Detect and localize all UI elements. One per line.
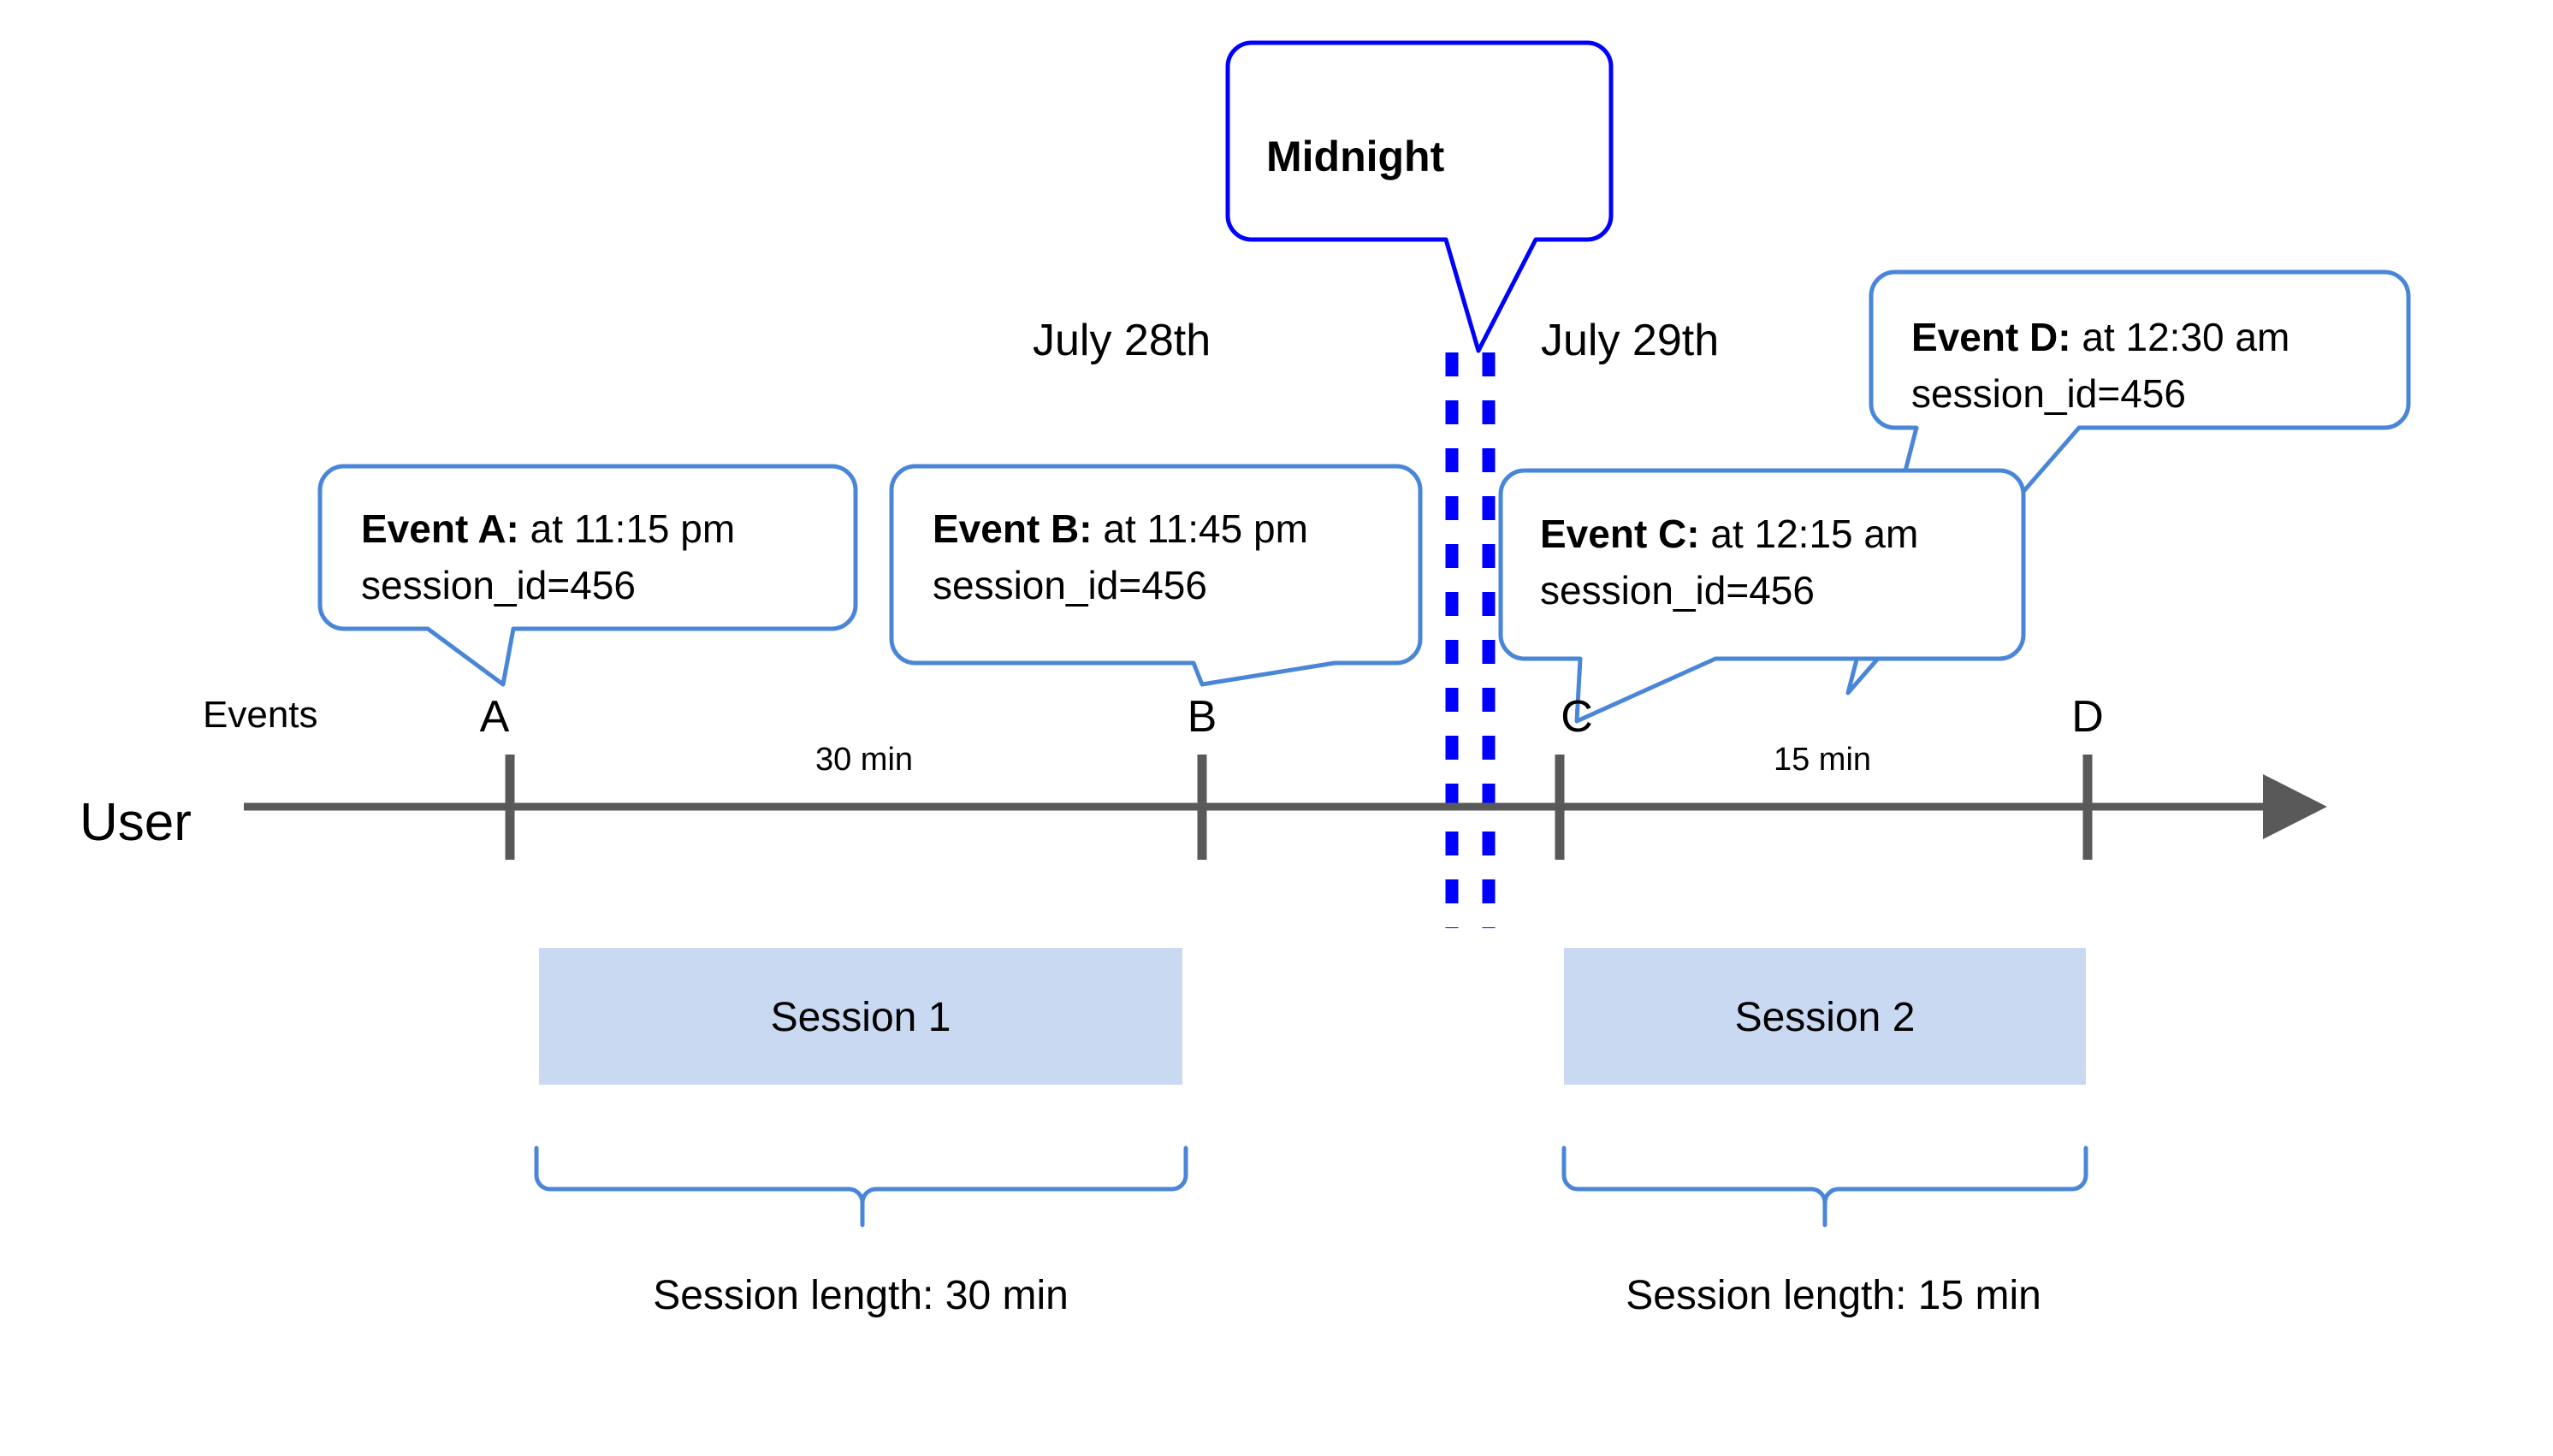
- events-track-label: Events: [203, 694, 318, 736]
- callout-event-b-shape: [889, 464, 1423, 687]
- callout-event-d[interactable]: Event D: at 12:30 am session_id=456: [1845, 269, 2411, 695]
- callout-event-a-shape: [317, 464, 858, 687]
- date-label-july-28: July 28th: [1033, 316, 1211, 365]
- midnight-label: Midnight: [1266, 133, 1445, 181]
- callout-event-d-session: session_id=456: [1911, 371, 2186, 416]
- session-2-label: Session 2: [1735, 995, 1916, 1040]
- midnight-callout-shape: [1225, 40, 1614, 353]
- callout-event-c-session: session_id=456: [1540, 568, 1815, 613]
- event-marker-label-c: C: [1561, 692, 1593, 742]
- session-1-brace: [534, 1145, 1188, 1228]
- callout-event-a[interactable]: Event A: at 11:15 pm session_id=456: [317, 464, 858, 687]
- event-marker-label-a: A: [480, 692, 510, 742]
- session-1-box[interactable]: Session 1: [539, 948, 1182, 1085]
- session-2-brace: [1561, 1145, 2088, 1228]
- session-2-length-label: Session length: 15 min: [1626, 1273, 2041, 1318]
- callout-event-b-session: session_id=456: [933, 563, 1207, 607]
- callout-event-c-title: Event C:: [1540, 512, 1700, 556]
- callout-event-d-shape: [1845, 269, 2411, 695]
- callout-event-b-time: at 11:45 pm: [1093, 506, 1308, 551]
- callout-event-b[interactable]: Event B: at 11:45 pm session_id=456: [889, 464, 1423, 687]
- event-marker-label-b: B: [1188, 692, 1217, 742]
- callout-event-a-time: at 11:15 pm: [519, 506, 735, 551]
- session-1-length-label: Session length: 30 min: [653, 1273, 1069, 1318]
- callout-event-b-line1: Event B: at 11:45 pm: [933, 506, 1308, 551]
- date-label-july-29: July 29th: [1541, 316, 1719, 365]
- session-1-label: Session 1: [771, 995, 951, 1040]
- callout-event-d-line1: Event D: at 12:30 am: [1911, 315, 2289, 359]
- interval-label-15-min: 15 min: [1774, 742, 1871, 778]
- callout-event-d-title: Event D:: [1911, 315, 2071, 359]
- midnight-callout: Midnight: [1225, 40, 1614, 353]
- timeline-axis: [244, 755, 2327, 860]
- callout-event-c-shape: [1498, 468, 2026, 724]
- callout-event-c-line1: Event C: at 12:15 am: [1540, 512, 1918, 556]
- callout-event-a-session: session_id=456: [361, 563, 636, 607]
- callout-event-c-time: at 12:15 am: [1700, 512, 1919, 556]
- callout-event-d-time: at 12:30 am: [2071, 315, 2290, 359]
- session-2-box[interactable]: Session 2: [1564, 948, 2086, 1085]
- midnight-boundary-lines: [1445, 352, 1496, 928]
- callout-event-c[interactable]: Event C: at 12:15 am session_id=456: [1498, 468, 2026, 724]
- session-1-rect: [539, 948, 1182, 1085]
- callout-event-a-title: Event A:: [361, 506, 519, 551]
- event-marker-label-d: D: [2071, 692, 2104, 742]
- user-axis-label: User: [80, 793, 192, 852]
- session-2-rect: [1564, 948, 2086, 1085]
- interval-label-30-min: 30 min: [815, 742, 913, 778]
- callout-event-b-title: Event B:: [933, 506, 1093, 551]
- callout-event-a-line1: Event A: at 11:15 pm: [361, 506, 735, 551]
- timeline-axis-arrowhead: [2263, 774, 2327, 839]
